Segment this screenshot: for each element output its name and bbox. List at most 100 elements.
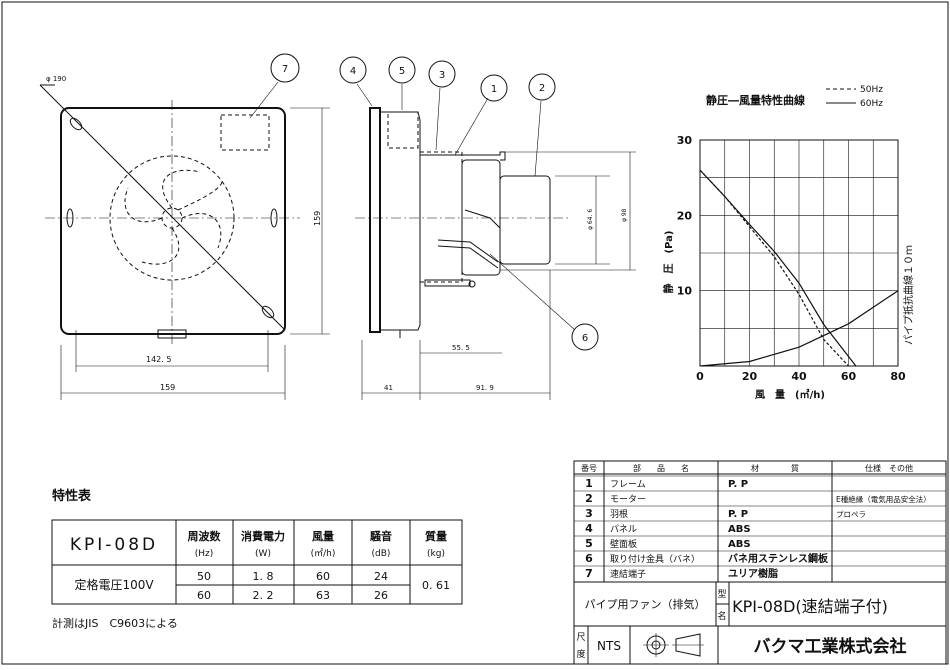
dim-41: 41 [384, 384, 393, 392]
model-name: KPI-08D(速結端子付) [732, 597, 888, 616]
legend-60hz: 60Hz [860, 99, 883, 109]
projection-symbol-icon [643, 633, 704, 657]
balloon-6 [571, 323, 599, 351]
svg-text:26: 26 [374, 589, 388, 602]
spec-header-freq: 周波数 [188, 529, 222, 543]
parts-cell-no: 3 [585, 507, 593, 520]
parts-cell-material: P. P [728, 479, 748, 490]
dim-55-5: 55. 5 [452, 344, 470, 352]
chart-grid [699, 139, 899, 367]
svg-text:(dB): (dB) [372, 549, 391, 559]
parts-cell-spec: プロペラ [836, 510, 866, 519]
svg-text:尺: 尺 [576, 632, 585, 643]
dim-159-height: 159 [313, 211, 322, 226]
svg-text:1. 8: 1. 8 [253, 570, 274, 583]
front-view: φ 190 142. 5 159 159 [39, 53, 330, 400]
parts-cell-material: バネ用ステンレス鋼板 [728, 552, 829, 565]
chart-title: 静圧―風量特性曲線 [706, 93, 805, 107]
legend-50hz: 50Hz [860, 85, 883, 95]
parts-cell-no: 6 [585, 552, 593, 565]
dim-dia190: φ 190 [46, 75, 66, 83]
svg-text:材 質: 材 質 [751, 463, 799, 473]
svg-text:60: 60 [316, 570, 330, 583]
dim-142-5: 142. 5 [146, 355, 171, 364]
chart-x-label: 風 量 (㎥/h) [755, 388, 825, 401]
spec-row-label: 定格電圧100V [74, 577, 154, 592]
balloon-7 [270, 53, 300, 83]
svg-text:5: 5 [399, 66, 405, 77]
parts-cell-no: 5 [585, 537, 593, 550]
spec-heading: 特性表 [52, 488, 92, 504]
parts-cell-material: P. P [728, 509, 748, 520]
svg-text:名: 名 [717, 610, 726, 622]
front-panel-outline [60, 107, 286, 335]
balloon-3 [428, 60, 456, 88]
chart-series [699, 169, 899, 367]
x-tick-label: 80 [890, 370, 906, 383]
svg-text:度: 度 [576, 648, 585, 660]
scale-value: NTS [597, 639, 621, 653]
diameter-leader-line [39, 84, 286, 331]
parts-cell-name: 羽根 [610, 508, 628, 520]
spec-model: KPI-08D [70, 535, 158, 555]
title-block: パイプ用ファン（排気） 型 名 KPI-08D(速結端子付) 尺 度 NTS バ… [573, 581, 947, 665]
svg-text:63: 63 [316, 589, 330, 602]
balloon-5 [388, 56, 416, 84]
balloon-4 [339, 56, 367, 84]
balloon-2 [528, 73, 556, 101]
svg-text:7: 7 [282, 64, 288, 75]
x-tick-label: 60 [841, 370, 857, 383]
motor-hidden [419, 151, 463, 283]
parts-cell-material: ABS [728, 539, 751, 550]
dim-91-9: 91. 9 [476, 384, 494, 392]
spec-header-power: 消費電力 [241, 529, 285, 543]
parts-cell-name: 壁面板 [610, 538, 637, 550]
svg-text:(Hz): (Hz) [195, 549, 214, 559]
chart-y-label: 静 圧 (Pa) [662, 231, 675, 294]
svg-text:4: 4 [350, 66, 356, 77]
parts-cell-name: フレーム [610, 479, 646, 490]
svg-text:2: 2 [539, 83, 545, 94]
pipe-curve-label: パイプ抵抗曲線１０ｍ [902, 245, 915, 345]
duct-pipe [499, 175, 551, 265]
parts-cell-material: ABS [728, 524, 751, 535]
svg-text:(kg): (kg) [427, 549, 445, 559]
side-view: 41 91. 9 55. 5 φ 64. 6 φ 98 4 5 3 1 2 6 [339, 56, 636, 400]
series-line-2 [699, 290, 899, 367]
y-tick-label: 30 [677, 134, 693, 147]
parts-cell-material: ユリア樹脂 [728, 567, 778, 580]
y-tick-label: 10 [677, 285, 693, 298]
dim-159-width: 159 [160, 383, 175, 392]
spec-header-noise: 騒音 [370, 529, 392, 543]
spec-table: 特性表 KPI-08D 周波数 (Hz) 消費電力 (W) 風量 (㎥/h) 騒… [51, 488, 463, 630]
product-name: パイプ用ファン（排気） [585, 597, 706, 611]
y-tick-label: 20 [677, 209, 693, 222]
svg-text:番号: 番号 [581, 463, 597, 473]
x-tick-label: 40 [791, 370, 807, 383]
terminal-box-hidden [220, 114, 270, 151]
svg-text:(㎥/h): (㎥/h) [311, 548, 336, 559]
svg-text:(W): (W) [255, 549, 271, 559]
parts-cell-name: 取り付け金具（バネ） [610, 553, 700, 565]
svg-text:仕様 その他: 仕様 その他 [865, 463, 913, 473]
svg-text:2. 2: 2. 2 [253, 589, 274, 602]
svg-text:型: 型 [717, 589, 726, 600]
spec-header-mass: 質量 [425, 529, 447, 543]
spec-mass: 0. 61 [422, 579, 450, 592]
svg-text:6: 6 [582, 333, 588, 344]
svg-text:50: 50 [197, 570, 211, 583]
svg-text:60: 60 [197, 589, 211, 602]
series-line-1 [699, 169, 857, 367]
chart-y-ticks: 30 20 10 [677, 134, 693, 298]
parts-cell-name: 速結端子 [610, 568, 646, 580]
chart-frame [699, 139, 899, 367]
dim-dia98: φ 98 [621, 208, 628, 222]
parts-cell-no: 1 [585, 477, 593, 490]
svg-text:3: 3 [439, 70, 445, 81]
spec-note: 計測はJIS C9603による [52, 616, 178, 630]
spec-header-airflow: 風量 [312, 530, 334, 543]
